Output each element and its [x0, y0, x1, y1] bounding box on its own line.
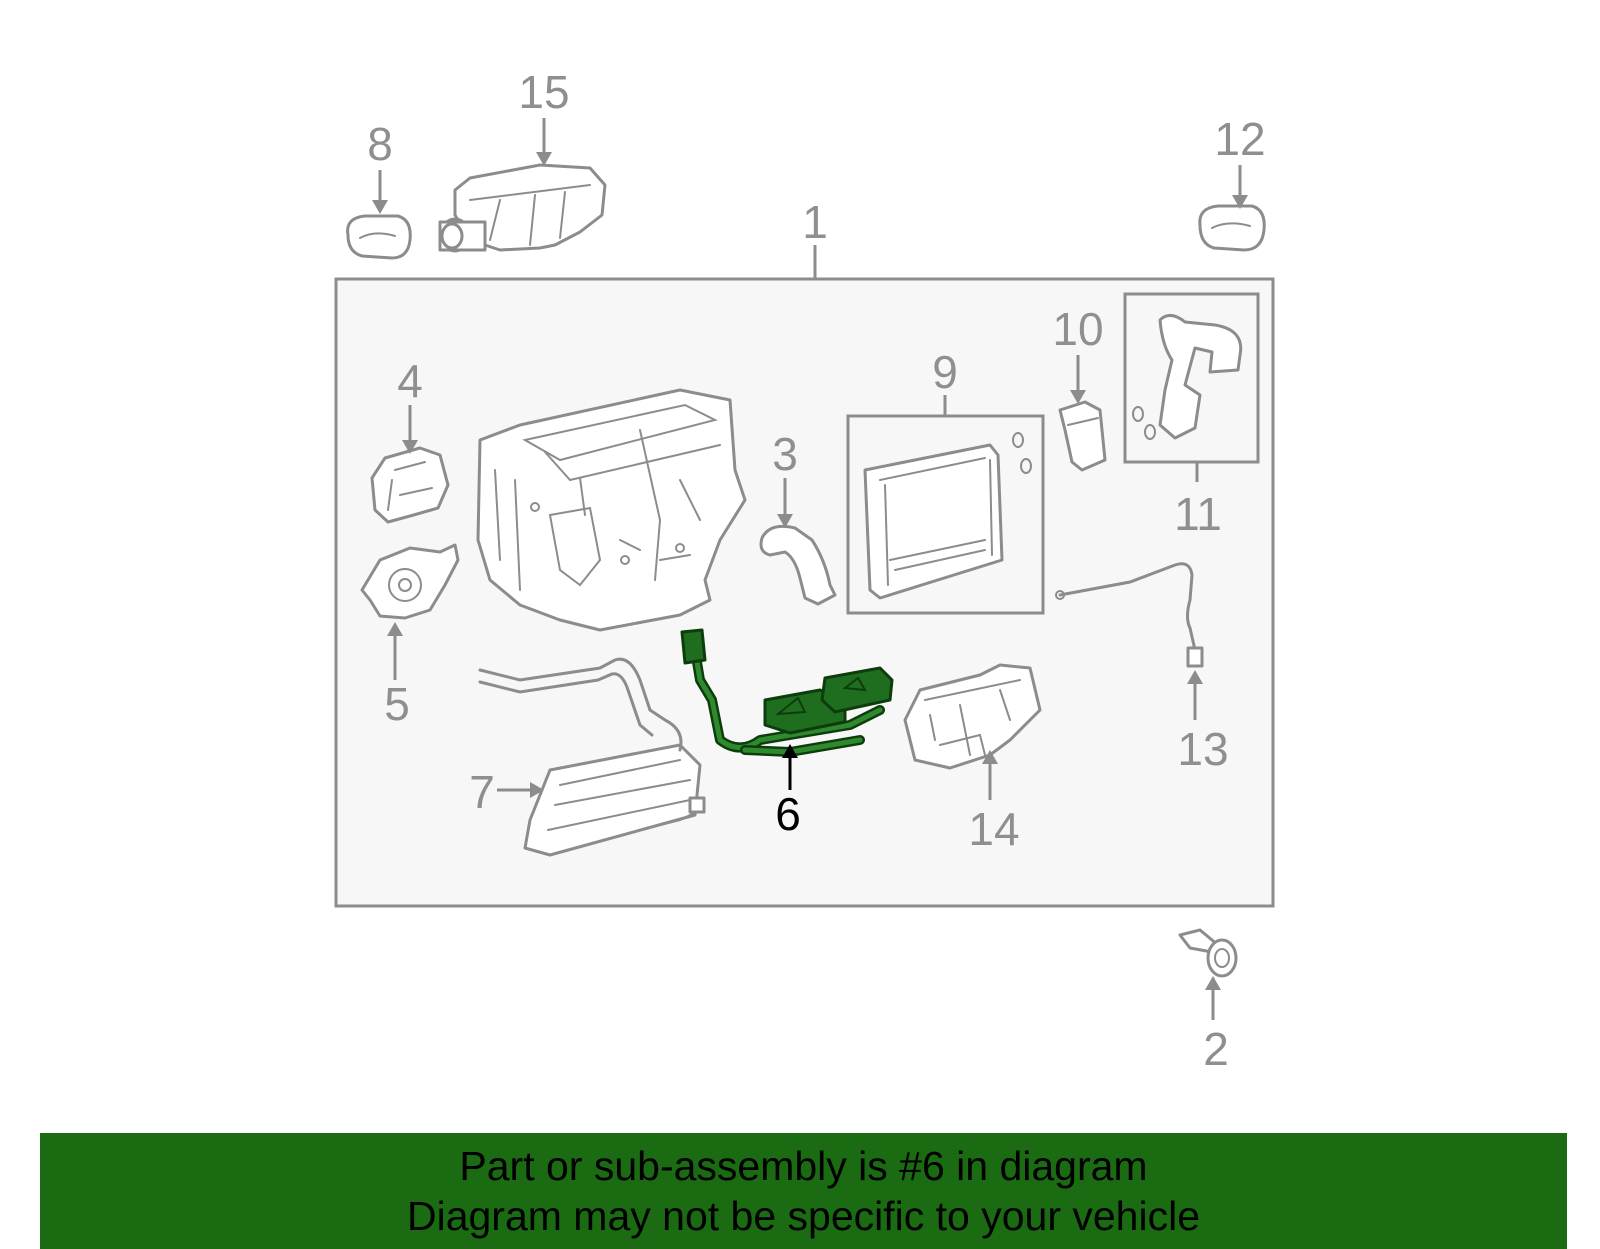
part-6-harness-illustration: [680, 628, 894, 757]
callout-1: 1: [802, 196, 828, 248]
callout-9: 9: [932, 346, 958, 398]
callout-14: 14: [968, 803, 1019, 855]
callout-4: 4: [397, 355, 423, 407]
arrow-13: [1187, 670, 1203, 684]
arrow-12: [1232, 195, 1248, 209]
callout-11: 11: [1174, 488, 1222, 540]
part-11-box: [1123, 292, 1260, 464]
part-3-illustration: [759, 524, 837, 606]
callout-10: 10: [1052, 303, 1103, 355]
callout-6: 6: [775, 788, 801, 840]
arrow-14: [982, 750, 998, 764]
part-15-illustration: [438, 163, 607, 253]
part-2-illustration: [1178, 928, 1238, 978]
part-7-illustration: [478, 657, 706, 857]
part-1-case-illustration: [476, 388, 747, 632]
arrow-5: [387, 622, 403, 636]
info-banner: Part or sub-assembly is #6 in diagram Di…: [40, 1133, 1567, 1249]
arrow-15: [536, 152, 552, 166]
callout-7: 7: [469, 766, 495, 818]
arrow-4: [402, 440, 418, 454]
part-11-illustration: [1132, 314, 1243, 440]
arrow-2: [1205, 976, 1221, 990]
part-5-illustration: [360, 543, 460, 620]
part-4-illustration: [370, 446, 450, 524]
arrow-8: [372, 200, 388, 214]
part-9-illustration: [863, 432, 1032, 600]
part-14-illustration: [903, 663, 1042, 770]
callout-3: 3: [772, 428, 798, 480]
callout-5: 5: [384, 678, 410, 730]
callout-12: 12: [1214, 113, 1265, 165]
part-12-illustration: [1198, 204, 1266, 252]
part-10-illustration: [1058, 400, 1107, 472]
callout-13: 13: [1177, 723, 1228, 775]
arrow-10: [1070, 390, 1086, 404]
part-8-illustration: [346, 214, 412, 260]
callout-2: 2: [1203, 1023, 1229, 1075]
arrow-3: [777, 514, 793, 528]
callout-8: 8: [367, 118, 393, 170]
arrow-6: [782, 744, 798, 758]
part-13-illustration: [1055, 562, 1204, 668]
arrow-7: [530, 782, 544, 798]
banner-line-2: Diagram may not be specific to your vehi…: [406, 1193, 1200, 1239]
callout-15: 15: [518, 66, 569, 118]
banner-line-1: Part or sub-assembly is #6 in diagram: [459, 1143, 1148, 1189]
